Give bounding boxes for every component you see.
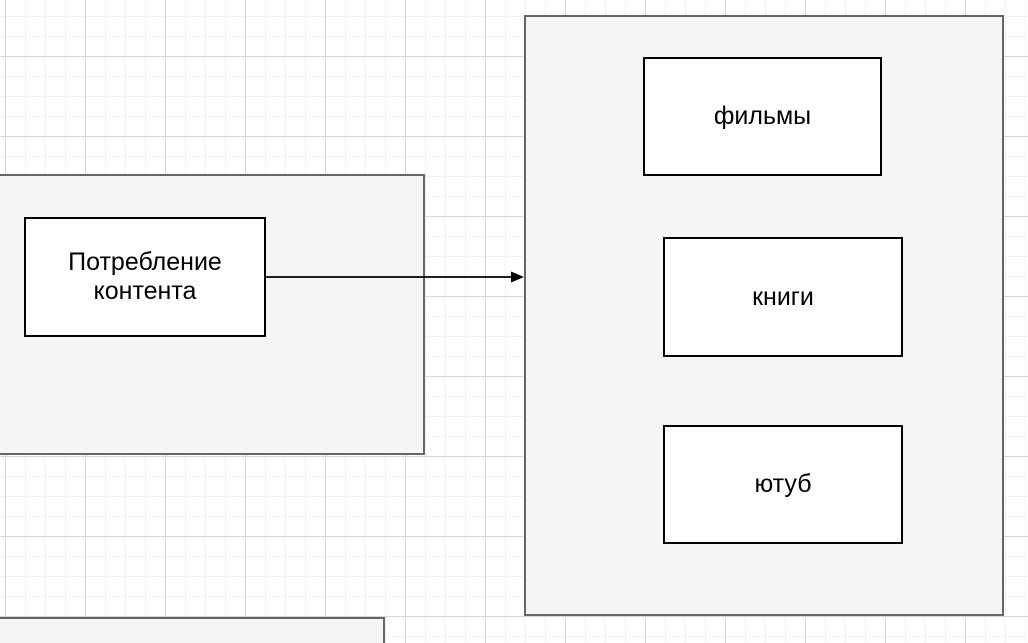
connector-arrow[interactable] <box>266 269 526 285</box>
youtube-label: ютуб <box>754 470 812 498</box>
content-consumption-label: Потребление контента <box>68 248 222 305</box>
arrow-head <box>511 271 524 283</box>
books-label: книги <box>752 282 814 311</box>
books-node[interactable]: книги <box>663 237 903 357</box>
films-label: фильмы <box>713 102 812 130</box>
content-consumption-node[interactable]: Потребление контента <box>24 217 266 337</box>
bottom-partial-container[interactable] <box>0 617 385 643</box>
youtube-node[interactable]: ютуб <box>663 425 903 544</box>
films-node[interactable]: фильмы <box>643 57 882 176</box>
